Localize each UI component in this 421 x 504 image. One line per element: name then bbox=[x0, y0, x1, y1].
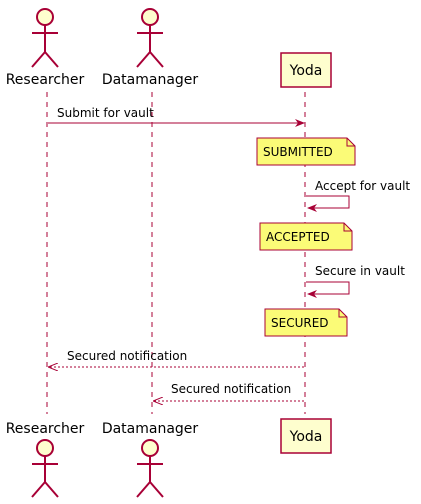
message-label-notify-researcher: Secured notification bbox=[67, 349, 187, 363]
participant-yoda-bottom bbox=[280, 418, 332, 454]
note-accepted-fold bbox=[343, 223, 352, 232]
note-accepted bbox=[259, 222, 353, 251]
note-submitted-fold bbox=[346, 138, 355, 147]
actor-datamanager-top bbox=[136, 8, 164, 68]
actor-researcher-bottom bbox=[31, 439, 59, 498]
message-label-secure: Secure in vault bbox=[315, 264, 405, 278]
message-label-submit: Submit for vault bbox=[57, 106, 154, 120]
actor-label-datamanager-top: Datamanager bbox=[102, 72, 199, 88]
message-label-accept: Accept for vault bbox=[315, 179, 410, 193]
note-secured bbox=[264, 308, 348, 337]
message-label-notify-datamanager: Secured notification bbox=[171, 382, 291, 396]
actor-datamanager-bottom bbox=[136, 439, 164, 498]
actor-label-researcher-top: Researcher bbox=[6, 72, 85, 88]
note-label-secured: SECURED bbox=[271, 316, 329, 330]
participant-yoda-top bbox=[280, 52, 332, 88]
participant-label-yoda-top: Yoda bbox=[289, 63, 323, 79]
note-label-accepted: ACCEPTED bbox=[266, 230, 330, 244]
actor-label-datamanager-bottom: Datamanager bbox=[102, 421, 199, 437]
note-secured-fold bbox=[338, 309, 347, 318]
actor-label-researcher-bottom: Researcher bbox=[6, 421, 85, 437]
message-arrow-accept bbox=[306, 195, 350, 212]
note-submitted bbox=[256, 137, 356, 166]
message-arrow-secure bbox=[306, 281, 350, 298]
participant-label-yoda-bottom: Yoda bbox=[289, 429, 323, 445]
actor-researcher-top bbox=[31, 8, 59, 68]
note-label-submitted: SUBMITTED bbox=[263, 145, 333, 159]
